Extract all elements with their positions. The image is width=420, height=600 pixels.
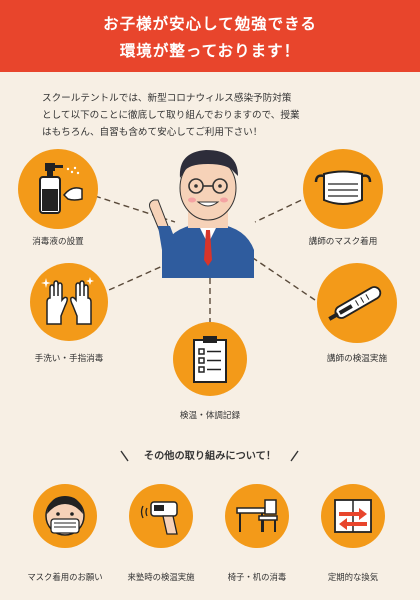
intro-text: スクールテントルでは、新型コロナウィルス感染予防対策 として以下のことに徹底して… [42,90,382,141]
measure-label: 講師のマスク着用 [308,237,378,247]
other-measure-label: 椅子・机の消毒 [227,572,287,582]
measure-label: 講師の検温実施 [326,354,388,364]
other-measure-circle [33,484,97,548]
header-banner: お子様が安心して勉強できる 環境が整っております！ [0,0,420,72]
other-measure-circle [129,484,193,548]
hands-circle [30,263,108,341]
masked-face-icon [45,496,85,536]
section2-heading: その他の取り組みについて！ [0,447,420,462]
other-measure-label: 定期的な換気 [327,572,379,582]
intro-line: はもちろん、自習も含めて安心してご利用下さい！ [42,127,263,138]
measure-label: 検温・体調記録 [179,411,241,421]
thermometer-gun-icon [140,501,178,535]
intro-line: として以下のことに徹底して取り組んでおりますので、授業 [42,110,300,121]
sanitizer-icon [39,163,83,214]
slash-right-decoration [290,450,299,462]
other-measure-label: 来塾時の検温実施 [127,572,195,582]
clipboard-circle [173,322,247,396]
teacher-illustration [149,150,254,278]
ventilation-icon [334,499,372,533]
slash-left-decoration [120,450,129,462]
header-title-line1: お子様が安心して勉強できる [103,15,317,33]
other-measure-circle [321,484,385,548]
intro-line: スクールテントルでは、新型コロナウィルス感染予防対策 [42,93,292,104]
desk-chair-icon [236,499,278,532]
thermometer-circle [317,263,397,343]
hands-icon [41,277,94,325]
header-title-line2: 環境が整っております！ [119,42,301,60]
thermometer-icon [328,286,382,321]
mask-circle [303,149,383,229]
section2-title: その他の取り組みについて！ [143,451,277,462]
mask-icon [314,170,372,205]
measure-label: 手洗い・手指消毒 [34,354,104,364]
other-measure-circle [225,484,289,548]
clipboard-icon [193,336,227,383]
other-measure-label: マスク着用のお願い [27,572,103,582]
sanitizer-circle [18,149,98,229]
measure-label: 消毒液の設置 [32,237,84,247]
